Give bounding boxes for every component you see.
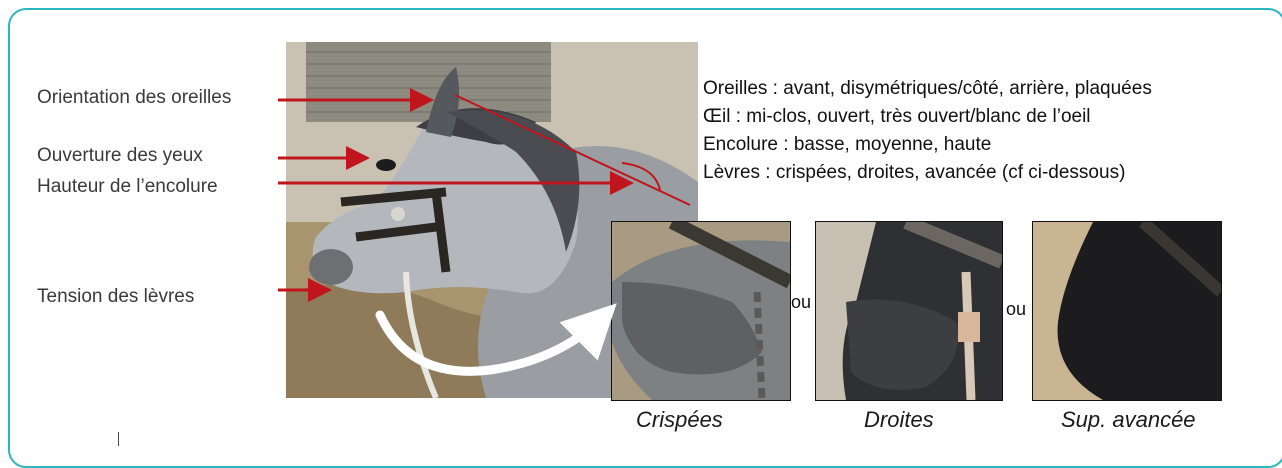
neck-angle-line bbox=[455, 95, 690, 205]
zoom-arrow bbox=[380, 315, 604, 371]
annotation-overlay bbox=[0, 0, 1282, 451]
